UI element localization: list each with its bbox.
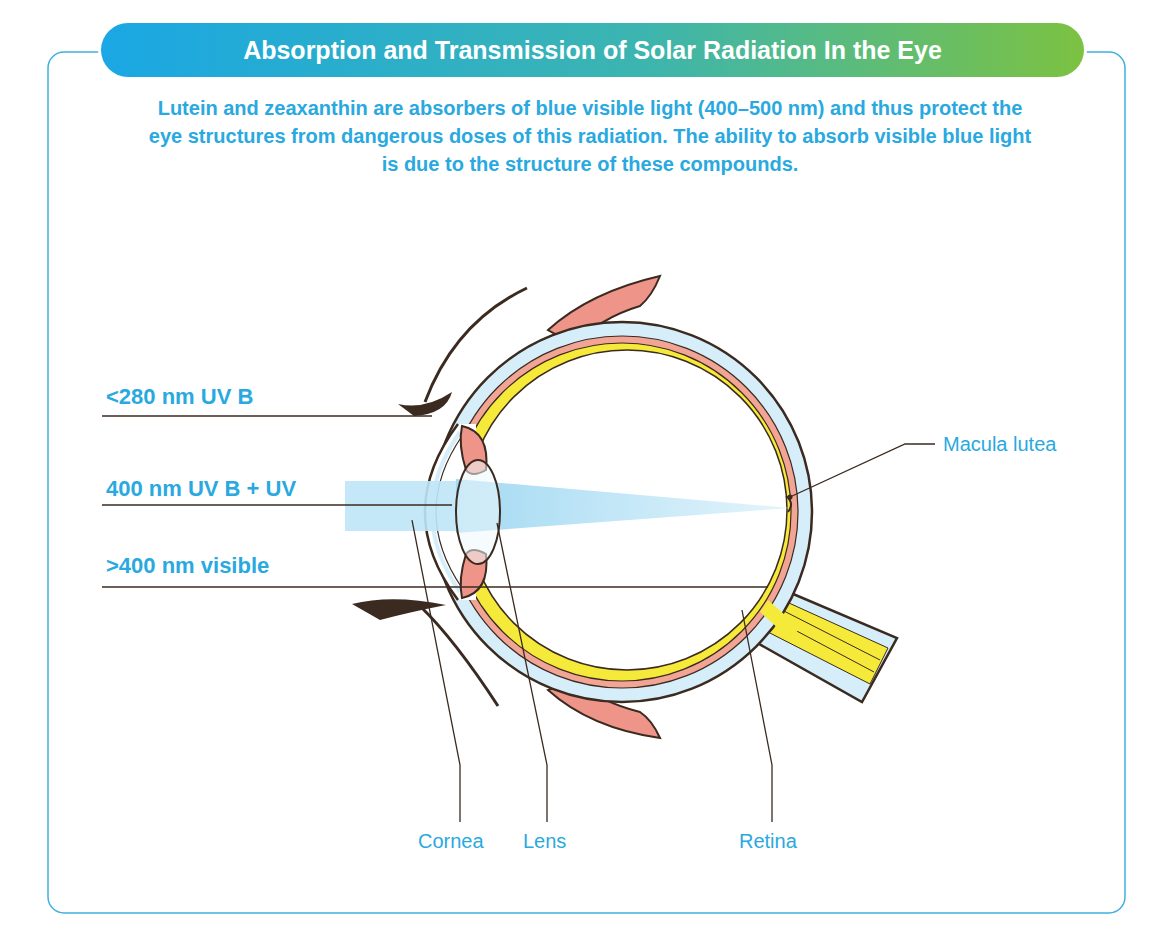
wavelength-label: >400 nm visible bbox=[106, 553, 269, 579]
part-name: Retina bbox=[739, 829, 797, 853]
lens bbox=[456, 460, 500, 564]
caption: Lutein and zeaxanthin are absorbers of b… bbox=[140, 94, 1040, 178]
sclera bbox=[432, 322, 812, 702]
part-name: Lens bbox=[523, 829, 566, 853]
wavelength-label: <280 nm UV B bbox=[106, 384, 253, 410]
eyelid bbox=[398, 392, 452, 416]
title-gap bbox=[98, 20, 1087, 80]
title-banner bbox=[101, 23, 1084, 77]
wavelength-label: 400 nm UV B + UV bbox=[106, 476, 296, 502]
choroid bbox=[446, 336, 798, 688]
frame bbox=[48, 52, 1125, 913]
retina-layer bbox=[453, 343, 791, 681]
light-beam bbox=[345, 481, 457, 531]
eyelid bbox=[425, 288, 527, 402]
part-name: Macula lutea bbox=[943, 432, 1056, 456]
leader-line bbox=[102, 416, 935, 822]
part-name: Cornea bbox=[418, 829, 484, 853]
light-beam bbox=[456, 479, 790, 533]
title: Absorption and Transmission of Solar Rad… bbox=[101, 23, 1084, 77]
